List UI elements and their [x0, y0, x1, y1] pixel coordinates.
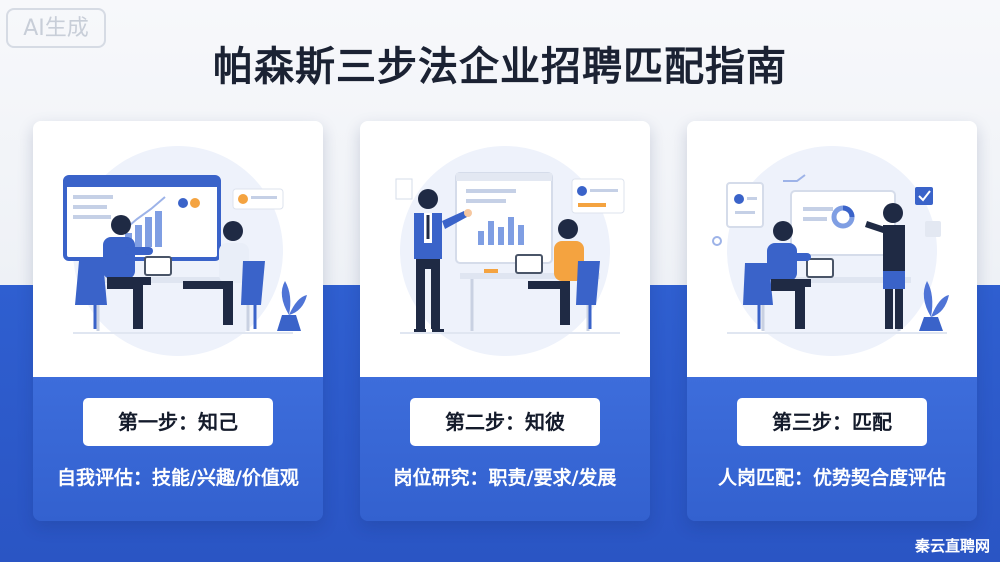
job-research-illustration	[395, 146, 625, 356]
ai-generated-badge: AI生成	[6, 8, 106, 48]
self-assessment-illustration	[63, 146, 307, 356]
step-card-1: 第一步：知己 自我评估：技能/兴趣/价值观	[33, 121, 323, 521]
person-job-match-illustration	[712, 146, 949, 356]
step-description: 人岗匹配：优势契合度评估	[717, 467, 946, 489]
step-card-3: 第三步：匹配 人岗匹配：优势契合度评估	[687, 121, 977, 521]
step-label: 第一步：知己	[83, 398, 273, 446]
step-description: 岗位研究：职责/要求/发展	[393, 467, 617, 489]
page-title: 帕森斯三步法企业招聘匹配指南	[213, 44, 787, 90]
step-label: 第二步：知彼	[410, 398, 600, 446]
step-description: 自我评估：技能/兴趣/价值观	[57, 467, 299, 489]
watermark: 秦云直聘网	[914, 537, 990, 555]
step-card-2: 第二步：知彼 岗位研究：职责/要求/发展	[360, 121, 650, 521]
step-label: 第三步：匹配	[737, 398, 927, 446]
